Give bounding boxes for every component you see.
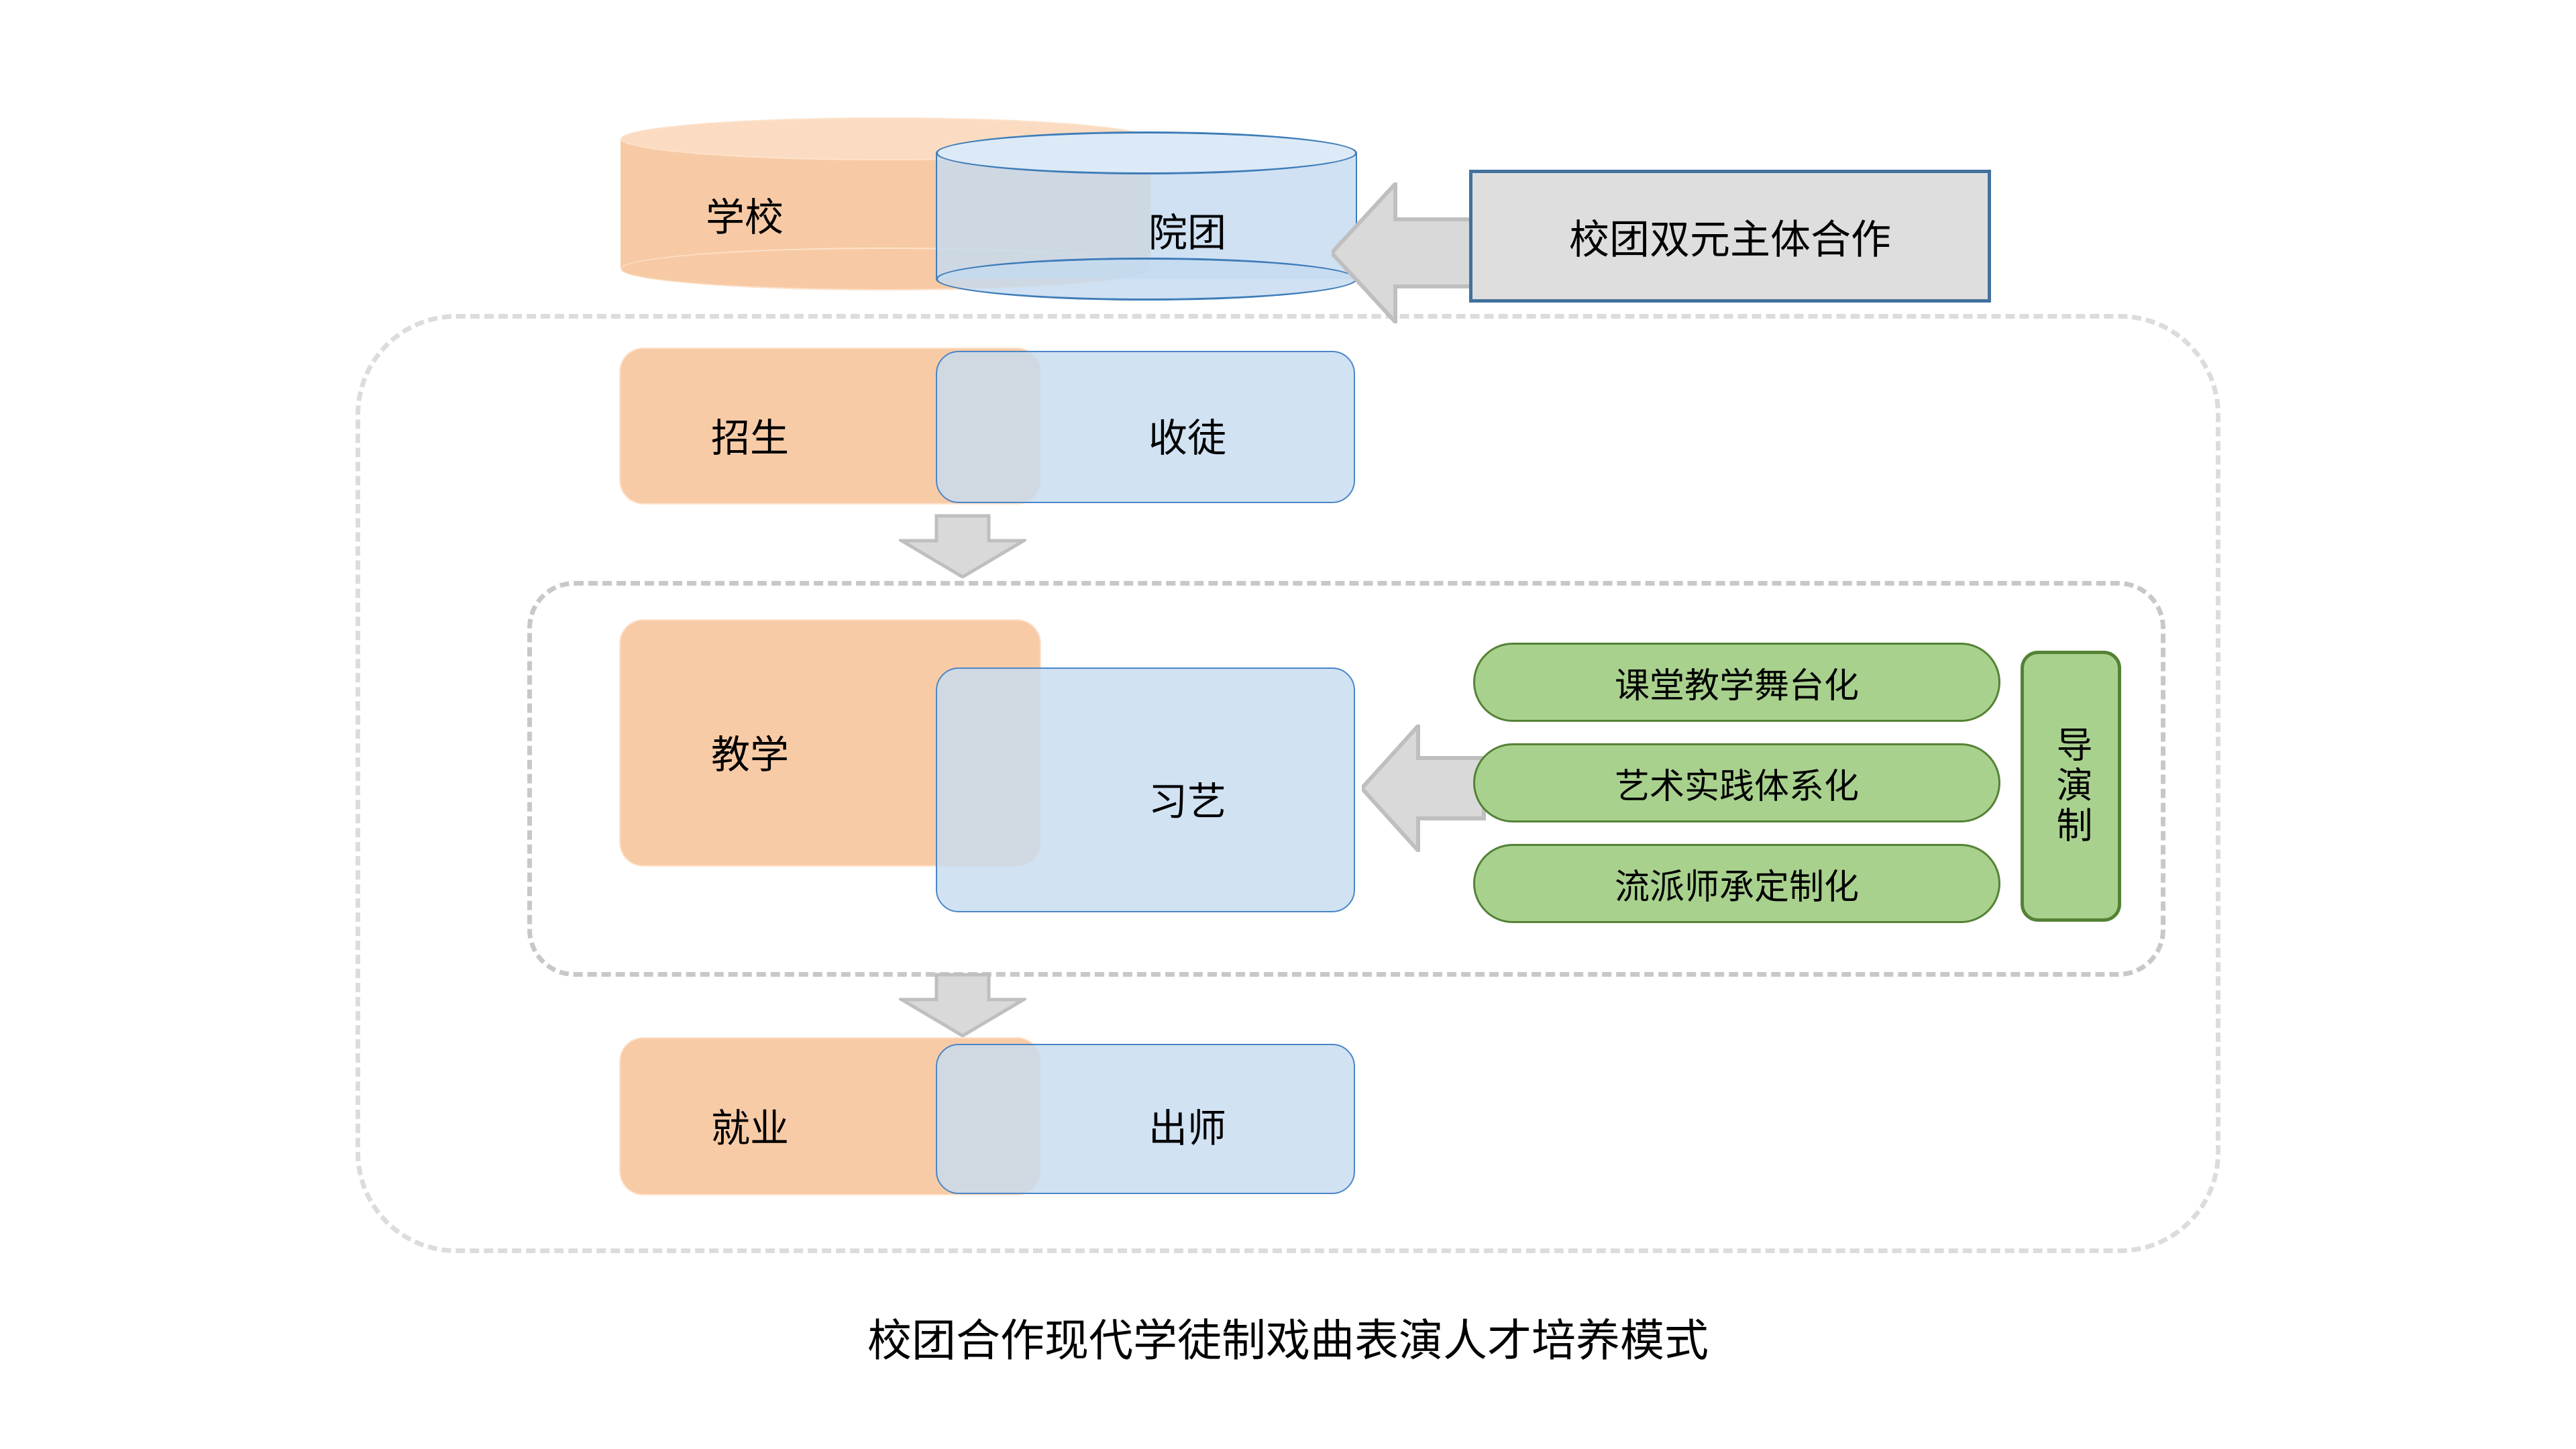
cylinder-school-label: 学校 — [706, 195, 784, 240]
teaching-system-pill[interactable]: 导演制 — [2021, 651, 2121, 922]
method-pill-2[interactable]: 流派师承定制化 — [1473, 844, 2000, 923]
diagram-caption: 校团合作现代学徒制戏曲表演人才培养模式 — [867, 1315, 1709, 1366]
stage-label-school-2: 就业 — [711, 1106, 790, 1151]
method-pill-1[interactable]: 艺术实践体系化 — [1473, 743, 2000, 822]
teaching-system-label: 导演制 — [2049, 726, 2092, 847]
arrow-down-icon-2 — [899, 973, 1026, 1037]
cylinder-troupe-label: 院团 — [1148, 210, 1227, 256]
callout-label: 校团双元主体合作 — [1569, 216, 1891, 264]
stage-label-troupe-1: 习艺 — [1148, 779, 1227, 824]
stage-box-troupe-0[interactable] — [936, 351, 1355, 503]
arrow-left-icon-methods — [1362, 724, 1486, 852]
callout-box[interactable]: 校团双元主体合作 — [1469, 170, 1991, 303]
stage-box-troupe-2[interactable] — [936, 1044, 1355, 1194]
cylinder-troupe-top-cap — [936, 131, 1357, 174]
stage-label-troupe-0: 收徒 — [1148, 415, 1227, 461]
stage-box-troupe-1[interactable] — [936, 667, 1355, 912]
method-pill-0[interactable]: 课堂教学舞台化 — [1473, 643, 2000, 722]
inner-dashed-frame — [527, 581, 2165, 977]
stage-label-troupe-2: 出师 — [1148, 1106, 1227, 1151]
stage-label-school-0: 招生 — [711, 415, 790, 461]
method-pill-label-1: 艺术实践体系化 — [1614, 766, 1859, 807]
cylinder-troupe-bottom-cap — [936, 258, 1357, 301]
method-pill-label-2: 流派师承定制化 — [1614, 867, 1859, 908]
arrow-left-icon-callout — [1332, 182, 1472, 323]
method-pill-label-0: 课堂教学舞台化 — [1614, 665, 1859, 706]
cylinder-troupe[interactable] — [936, 131, 1357, 301]
arrow-down-icon-1 — [899, 514, 1026, 578]
stage-label-school-1: 教学 — [711, 732, 790, 777]
outer-dashed-frame — [356, 314, 2220, 1253]
